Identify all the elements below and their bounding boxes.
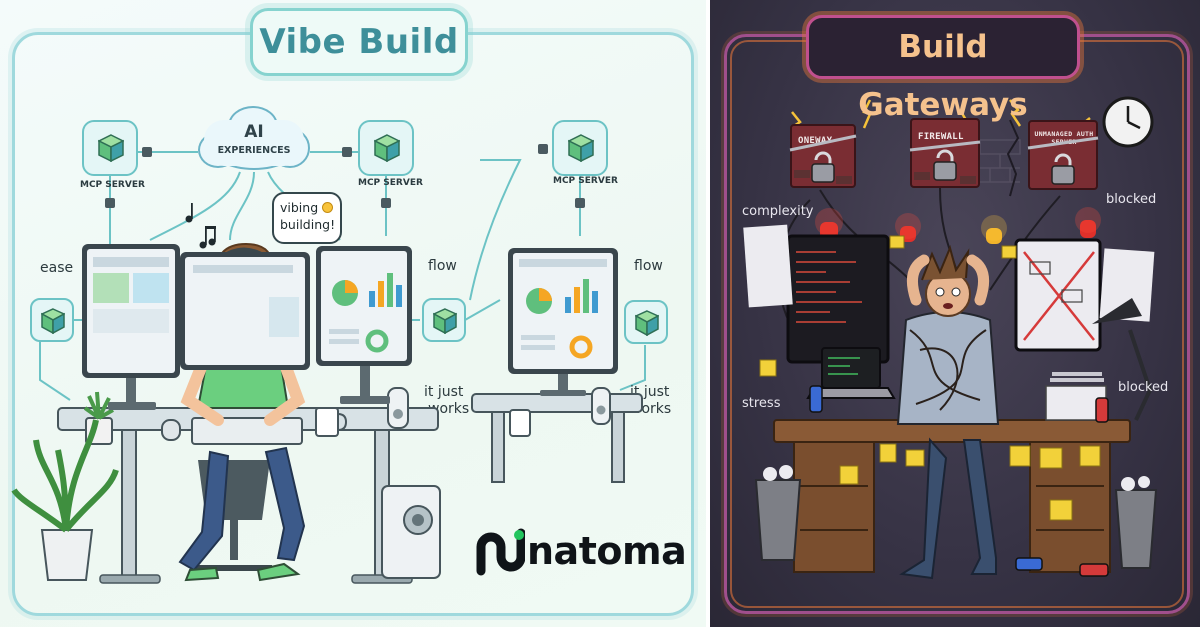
speech-bubble: vibing building!: [272, 192, 342, 244]
cube-icon: [41, 308, 65, 334]
flow-label: flow: [634, 258, 663, 274]
mcp-server-box: [552, 120, 608, 176]
page-title: Vibe Build: [250, 8, 468, 76]
it-just-label: it just: [424, 384, 464, 400]
monitor: [316, 246, 412, 366]
mcp-server-label: MCP SERVER: [553, 176, 618, 186]
cloud-title: AI: [244, 122, 264, 142]
cloud-subtitle: EXPERIENCES: [217, 145, 291, 156]
connector-lines: [39, 144, 646, 401]
smiley-icon: [322, 202, 334, 213]
chain-icon: [789, 134, 1099, 152]
node-box: [30, 298, 74, 342]
node-box: [422, 298, 466, 342]
vibe-build-panel: Vibe Build AI EXPERIENCES MCP SERVER MCP…: [0, 0, 706, 627]
monitor: [180, 252, 310, 370]
monitor: [82, 244, 180, 378]
natoma-logo-mark: [476, 528, 526, 576]
chart-icon: [519, 259, 607, 359]
mcp-server-box: [358, 120, 414, 176]
natoma-logo: natoma: [475, 527, 687, 577]
padlocks: [789, 134, 1099, 185]
node-box: [624, 300, 668, 344]
mcp-server-label: MCP SERVER: [80, 180, 145, 190]
gateway-label: FIREWALL: [918, 132, 964, 142]
cube-icon: [433, 308, 457, 334]
mcp-server-box: [82, 120, 138, 176]
ease-label: ease: [40, 260, 74, 276]
music-note-icon: [185, 203, 216, 249]
build-gateways-title: Build Gateways: [806, 15, 1080, 123]
panel-divider: [706, 0, 710, 627]
stress-label: stress: [742, 396, 781, 411]
flow-label: flow: [428, 258, 457, 274]
bubble-line-2: building!: [280, 217, 336, 232]
monitor-stands: [108, 366, 586, 410]
ai-experiences-cloud: AI EXPERIENCES: [198, 106, 310, 172]
mcp-server-label: MCP SERVER: [358, 178, 423, 188]
cube-icon: [568, 134, 594, 162]
chart-icon: [329, 273, 402, 353]
cube-icon: [374, 134, 400, 162]
build-gateways-panel: ONEWAY FIREWALL UNMANAGED AUTH SERVER co…: [710, 0, 1200, 627]
blocked-label: blocked: [1118, 380, 1169, 395]
brand-name: natoma: [527, 529, 687, 573]
gateway-label: ONEWAY: [798, 136, 833, 146]
bubble-line-1: vibing: [280, 200, 319, 215]
gateways-scene: [743, 96, 1158, 580]
blocked-label: blocked: [1106, 192, 1157, 207]
clock-icon: [1102, 96, 1154, 148]
padlock-icon: [811, 149, 1075, 185]
complexity-label: complexity: [742, 204, 814, 219]
cube-icon: [635, 310, 659, 336]
cube-icon: [98, 134, 124, 162]
monitor: [508, 248, 618, 374]
